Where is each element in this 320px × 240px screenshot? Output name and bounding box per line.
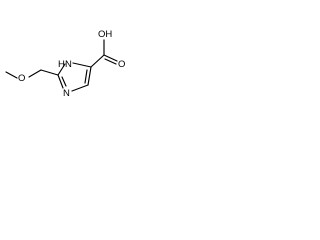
bond-methyl-o [5, 71, 18, 79]
bond-ch2-c2 [40, 69, 59, 76]
bond-c5-c4-double [84, 69, 88, 84]
molecule-diagram: O H N N OH O [5, 29, 125, 99]
bond-c5-carboxyl [90, 54, 105, 68]
hydroxyl-label: OH [98, 29, 112, 40]
bond-carboxyl-o-double [104, 58, 117, 65]
bond-n1-c5 [72, 62, 92, 68]
bond-c5-c4 [87, 66, 92, 86]
carbonyl-oxygen-label: O [118, 59, 125, 70]
bond-c2-n1 [57, 63, 66, 76]
bond-c4-n3 [71, 84, 89, 92]
ring-nh-h-label: H [58, 59, 65, 70]
ring-nh-n-label: N [65, 59, 72, 70]
bond-o-ch2 [28, 69, 42, 78]
ring-n-label: N [63, 88, 70, 99]
bond-carboxyl-o [103, 54, 118, 62]
bond-n3-c2-double [61, 76, 67, 87]
methoxy-oxygen-label: O [18, 73, 25, 84]
bond-n3-c2 [57, 74, 64, 89]
